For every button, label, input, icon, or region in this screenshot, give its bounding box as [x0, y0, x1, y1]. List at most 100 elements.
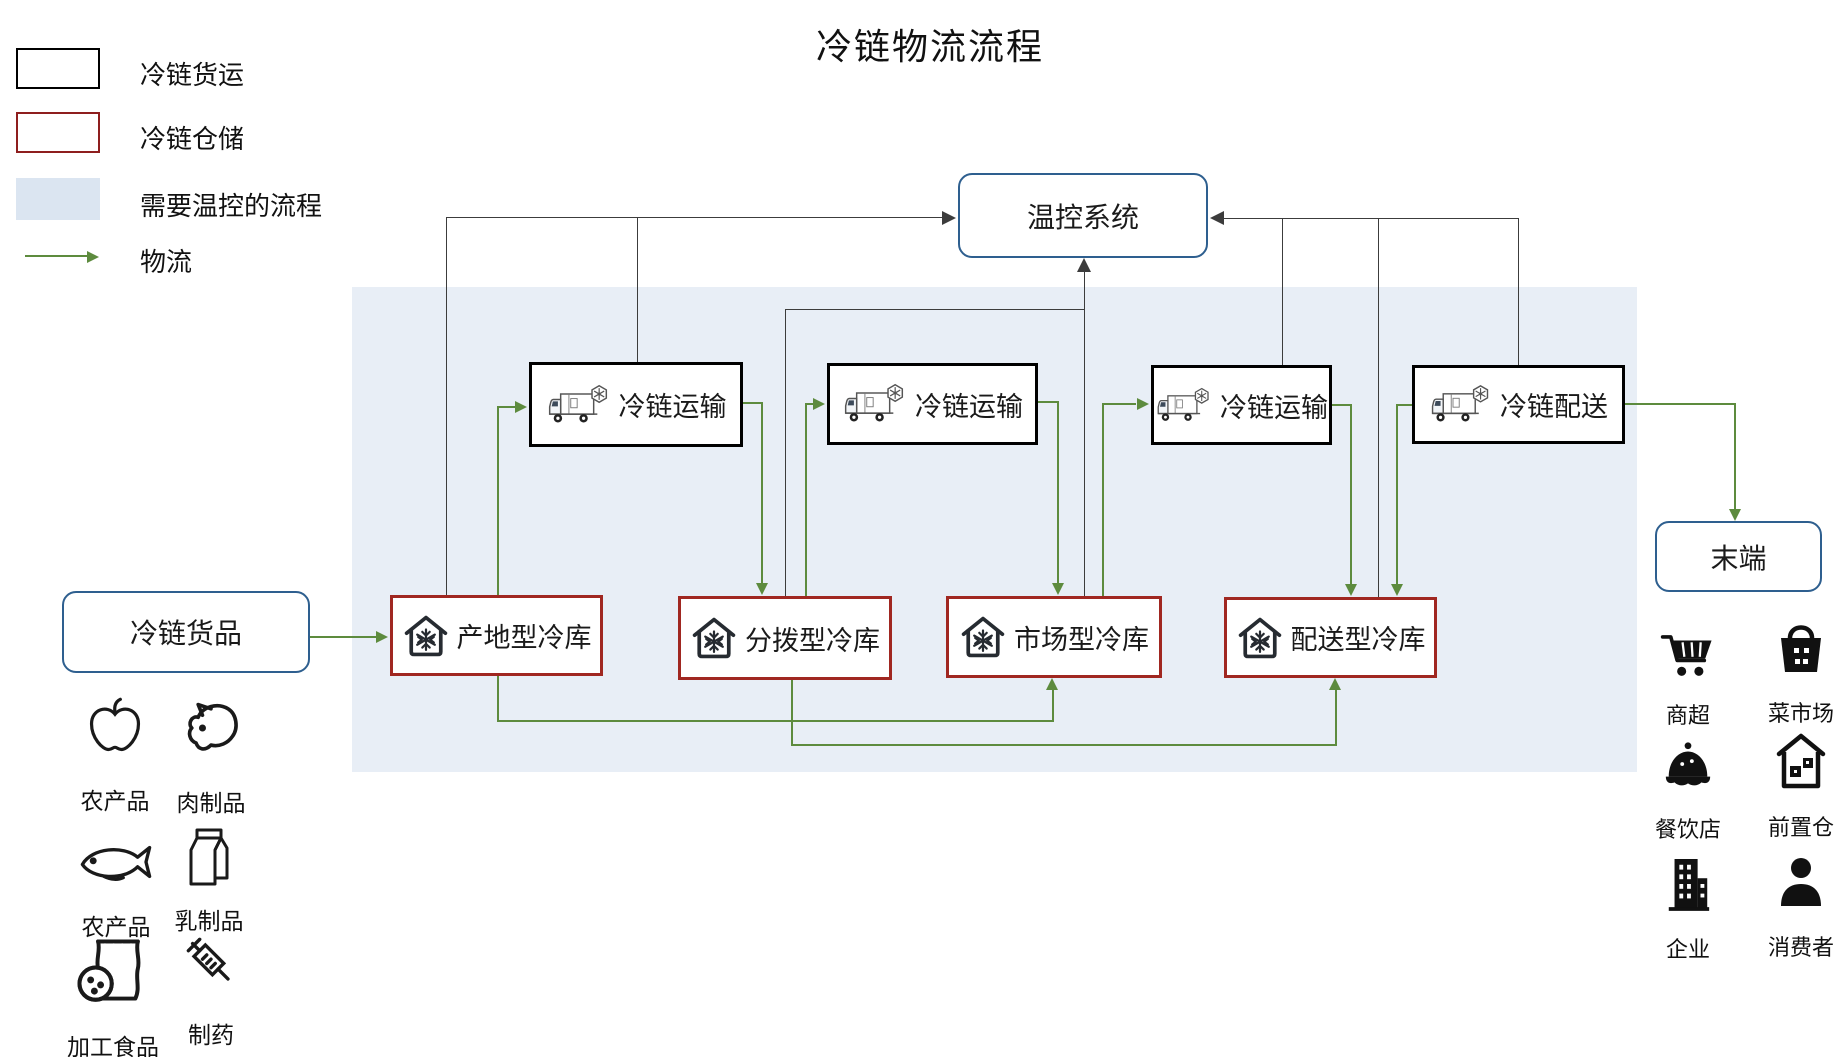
flow-line-wh3-to-t3 [1102, 403, 1136, 405]
product-label: 乳制品 [174, 908, 244, 934]
flow-line-wh1-to-wh3 [497, 676, 499, 722]
destination-label: 消费者 [1767, 935, 1835, 960]
flow-line-wh2-to-t2 [805, 403, 807, 596]
flow-line-wh1-to-wh3 [497, 720, 1054, 722]
temperature-controlled-region [352, 287, 1637, 772]
flow-line-t3-to-wh4 [1332, 404, 1351, 406]
syringe-icon [186, 937, 230, 981]
flow-line-delivery-to-wh4 [1397, 404, 1412, 406]
node-label: 冷链运输 [915, 391, 1023, 422]
destination-restaurant: 餐饮店 [1655, 736, 1721, 842]
node-temperature-control-system[interactable]: 温控系统 [958, 173, 1208, 258]
node-cold-chain-goods[interactable]: 冷链货品 [62, 591, 310, 673]
product-meat: 肉制品 [177, 696, 246, 816]
cold-storage-icon [1238, 617, 1281, 658]
page-title: 冷链物流流程 [815, 26, 1044, 67]
destination-consumer: 消费者 [1768, 852, 1834, 960]
consumer-icon [1781, 858, 1821, 906]
destination-front-warehouse: 前置仓 [1768, 728, 1834, 840]
flow-arrow-into-wh3-bottom [1046, 678, 1058, 690]
destination-enterprise: 企业 [1662, 852, 1714, 962]
pig-icon [187, 702, 238, 751]
monitor-line [446, 217, 447, 595]
monitor-line [446, 217, 942, 218]
legend-swatch-storage [16, 112, 100, 153]
node-transport-1[interactable]: 冷链运输 [529, 362, 743, 447]
node-warehouse-distribution[interactable]: 分拨型冷库 [678, 596, 892, 680]
legend-label-freight: 冷链货运 [140, 60, 245, 90]
monitor-line [1084, 272, 1085, 596]
node-label: 末端 [1710, 542, 1767, 574]
flow-line-wh1-to-t1 [497, 407, 499, 595]
node-delivery[interactable]: 冷链配送 [1412, 365, 1625, 444]
product-label: 农产品 [80, 788, 150, 814]
arrow-into-monitor-left [942, 211, 956, 225]
cart-icon [1660, 635, 1712, 676]
destination-label: 菜市场 [1767, 701, 1835, 726]
flow-arrow-into-t1 [515, 401, 527, 413]
basket-icon [1781, 625, 1821, 672]
node-transport-3[interactable]: 冷链运输 [1151, 365, 1332, 445]
snack-icon [77, 939, 141, 1002]
flow-line-wh2-to-wh4 [1335, 690, 1337, 746]
refrigerated-truck-icon [842, 382, 908, 426]
flow-line-wh2-to-t2 [805, 403, 813, 405]
monitor-line [1378, 218, 1379, 597]
flow-line-t3-to-wh4 [1350, 404, 1352, 584]
flow-line-t2-to-wh3 [1038, 401, 1058, 403]
node-label: 冷链配送 [1500, 392, 1608, 422]
node-terminal[interactable]: 末端 [1655, 521, 1822, 592]
monitor-line [1518, 218, 1519, 365]
flow-arrow-into-terminal [1729, 509, 1741, 521]
monitor-line [637, 217, 638, 362]
cloche-icon [1665, 742, 1711, 786]
flow-arrow-into-wh3 [1052, 583, 1064, 595]
node-label: 产地型冷库 [456, 623, 592, 653]
flow-line-delivery-to-terminal [1734, 403, 1736, 509]
destination-label: 商超 [1665, 703, 1711, 728]
refrigerated-truck-icon [545, 382, 612, 427]
legend-label-logistics: 物流 [140, 247, 193, 277]
cold-storage-icon [404, 615, 447, 656]
destination-supermarket: 商超 [1658, 626, 1718, 728]
legend-label-storage: 冷链仓储 [140, 124, 245, 154]
refrigerated-truck-icon [1155, 385, 1213, 425]
front-warehouse-icon [1776, 733, 1826, 789]
node-warehouse-delivery[interactable]: 配送型冷库 [1224, 597, 1437, 678]
legend-flow-arrow-line [25, 255, 87, 257]
cold-storage-icon [692, 617, 736, 659]
flow-arrow-into-t2 [813, 398, 825, 410]
apple-icon [89, 697, 141, 752]
product-label: 农产品 [81, 914, 151, 940]
node-warehouse-market[interactable]: 市场型冷库 [946, 596, 1162, 678]
node-warehouse-origin[interactable]: 产地型冷库 [390, 595, 603, 676]
flow-line-wh2-to-wh4 [791, 744, 1337, 746]
milk-icon [189, 828, 229, 886]
flow-arrow-into-wh4-bottom [1329, 678, 1341, 690]
flow-line-t2-to-wh3 [1057, 401, 1059, 583]
node-transport-2[interactable]: 冷链运输 [827, 363, 1038, 445]
node-label: 市场型冷库 [1014, 624, 1149, 655]
node-label: 冷链运输 [1220, 392, 1328, 423]
legend-swatch-freight [16, 48, 100, 89]
node-label: 冷链运输 [618, 392, 727, 422]
flow-line-delivery-to-terminal [1625, 403, 1736, 405]
flow-line-wh3-to-t3 [1102, 403, 1104, 596]
node-label: 温控系统 [1026, 201, 1139, 233]
monitor-line [1224, 218, 1518, 219]
flow-line-delivery-to-wh4 [1396, 404, 1398, 584]
product-agricultural: 农产品 [81, 694, 150, 814]
arrow-into-monitor-right [1210, 211, 1224, 225]
flow-line-wh2-to-wh4 [791, 680, 793, 746]
node-label: 配送型冷库 [1290, 625, 1426, 655]
destination-label: 前置仓 [1767, 815, 1835, 840]
flow-line-t1-to-wh2 [743, 402, 763, 404]
flow-arrow-into-wh2 [756, 583, 768, 595]
monitor-line [785, 309, 1085, 310]
arrow-into-monitor-bottom [1077, 258, 1091, 272]
flow-line-wh1-to-t1 [497, 406, 515, 408]
fish-icon [80, 845, 152, 881]
product-label: 制药 [188, 1022, 234, 1048]
legend-label-temperature: 需要温控的流程 [140, 191, 323, 221]
